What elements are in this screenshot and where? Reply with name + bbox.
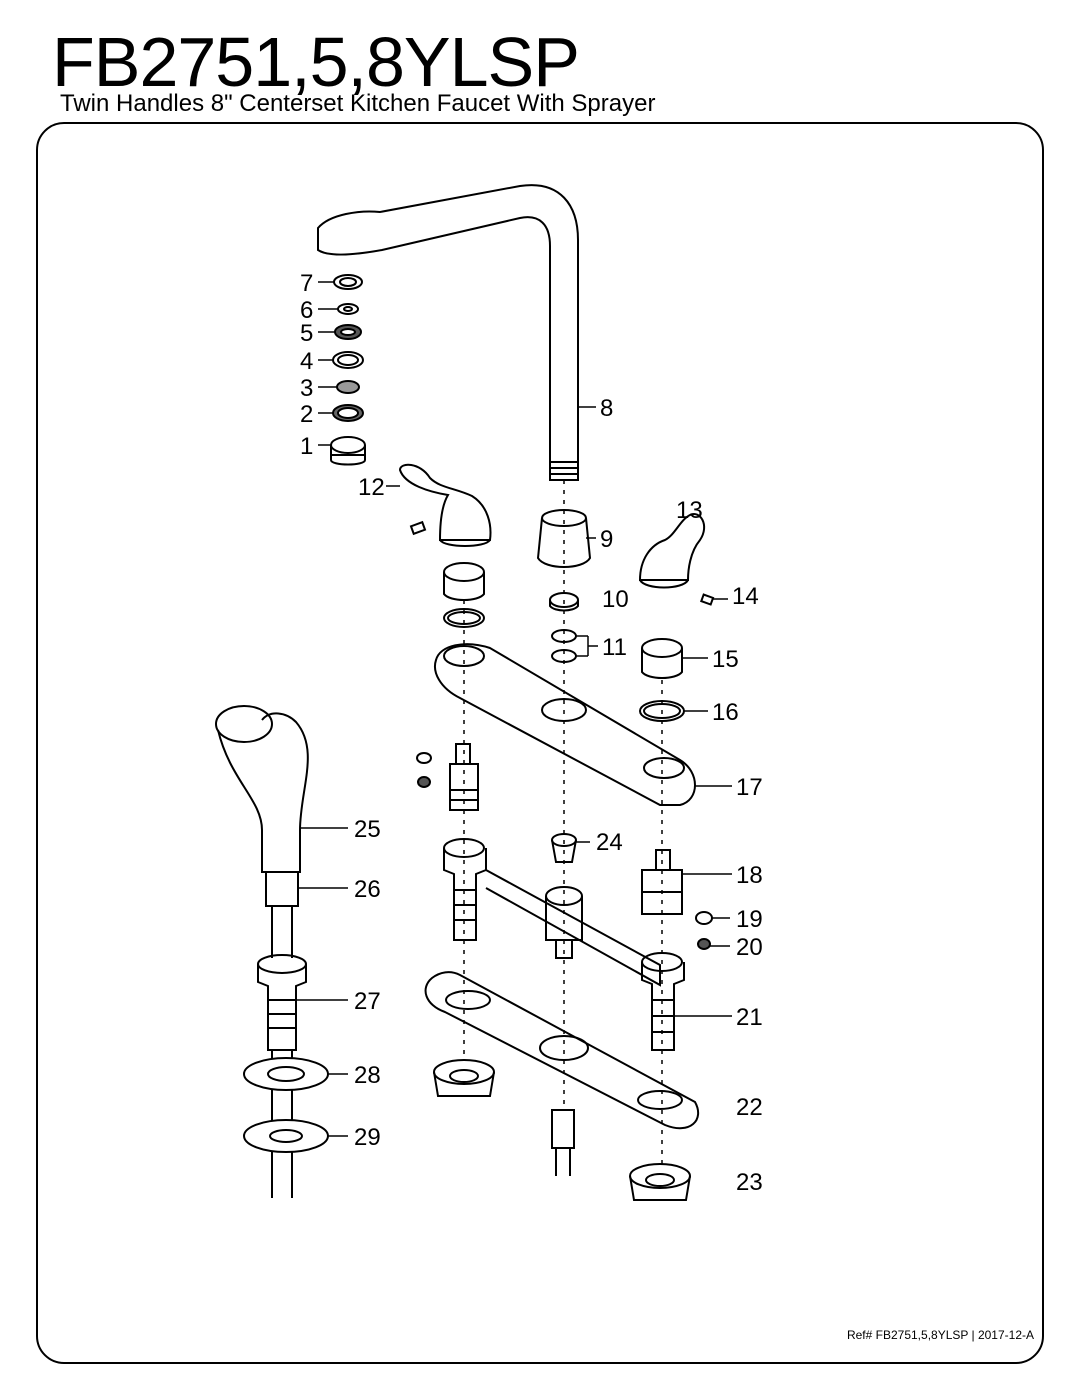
- mounting-nuts: [433, 1059, 691, 1201]
- part-label-9: 9: [600, 526, 613, 553]
- leader-lines: [296, 281, 732, 1137]
- left-cartridge: [416, 743, 479, 811]
- part-number-labels: 7 6 5 4 3 2 1 8 12 9 10 11 13 14 15 16 1…: [300, 270, 763, 1196]
- part-label-8: 8: [600, 395, 613, 422]
- part-label-18: 18: [736, 862, 763, 889]
- model-title: FB2751,5,8YLSP: [52, 23, 580, 101]
- part-label-2: 2: [300, 401, 313, 428]
- part-label-15: 15: [712, 646, 739, 673]
- part-label-12: 12: [358, 474, 385, 501]
- left-nut-ring: [443, 562, 485, 628]
- part-label-20: 20: [736, 934, 763, 961]
- escutcheon-plate: [434, 643, 696, 806]
- valve-body: [443, 838, 685, 1051]
- spout-drawing: [317, 184, 579, 481]
- part-label-5: 5: [300, 320, 313, 347]
- part-label-3: 3: [300, 375, 313, 402]
- part-label-29: 29: [354, 1124, 381, 1151]
- diagram-frame: [36, 122, 1044, 1364]
- right-cartridge: [551, 833, 713, 950]
- part-label-26: 26: [354, 876, 381, 903]
- part-label-4: 4: [300, 348, 313, 375]
- part-label-23: 23: [736, 1169, 763, 1196]
- part-label-28: 28: [354, 1062, 381, 1089]
- part-label-14: 14: [732, 583, 759, 610]
- model-subtitle: Twin Handles 8" Centerset Kitchen Faucet…: [60, 90, 656, 117]
- part-label-24: 24: [596, 829, 623, 856]
- reference-footer: Ref# FB2751,5,8YLSP | 2017-12-A: [846, 1328, 1034, 1342]
- part-label-6: 6: [300, 297, 313, 324]
- part-label-27: 27: [354, 988, 381, 1015]
- part-label-19: 19: [736, 906, 763, 933]
- part-label-21: 21: [736, 1004, 763, 1031]
- right-handle-drawing: [638, 513, 715, 606]
- deck-gasket: [424, 971, 700, 1130]
- part-label-11: 11: [602, 634, 627, 661]
- aerator-parts: [330, 274, 366, 466]
- assembly-axes: [463, 480, 663, 1165]
- part-label-17: 17: [736, 774, 763, 801]
- part-label-7: 7: [300, 270, 313, 297]
- part-label-25: 25: [354, 816, 381, 843]
- part-label-22: 22: [736, 1094, 763, 1121]
- left-handle-drawing: [398, 463, 492, 547]
- part-label-13: 13: [676, 497, 703, 524]
- part-label-16: 16: [712, 699, 739, 726]
- sprayer-assembly: [215, 705, 329, 1198]
- part-label-10: 10: [602, 586, 629, 613]
- part-label-1: 1: [300, 433, 313, 460]
